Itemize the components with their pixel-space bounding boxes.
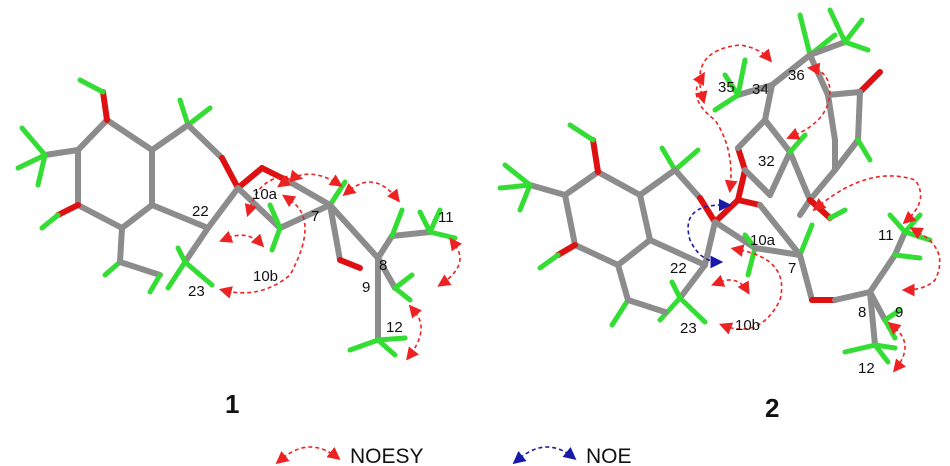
atom-label: 34 (752, 81, 769, 98)
atom-label: 9 (895, 304, 903, 321)
atom-label: 10b (253, 268, 278, 285)
atom-label: 36 (788, 67, 805, 84)
molecule-2-structure (497, 7, 933, 365)
atom-label: 35 (718, 79, 735, 96)
atom-label: 23 (188, 283, 205, 300)
atom-label: 12 (858, 360, 875, 377)
legend-noe-arrow (512, 446, 577, 465)
legend-noesy-label: NOESY (350, 445, 424, 466)
legend-noesy-arrow (275, 446, 341, 465)
atom-label: 7 (788, 260, 796, 277)
legend: NOESY NOE (275, 445, 632, 466)
atom-label: 7 (311, 208, 319, 225)
atom-label: 23 (680, 320, 697, 337)
compound-number-2: 2 (765, 393, 779, 423)
atom-label: 8 (379, 257, 387, 274)
atom-label: 22 (192, 203, 209, 220)
atom-label: 9 (362, 279, 370, 296)
atom-label: 10a (252, 186, 278, 203)
molecule-1-atom-labels: 10a 22 7 11 10b 8 9 23 12 (188, 186, 454, 336)
atom-label: 8 (858, 304, 866, 321)
atom-label: 10b (735, 317, 760, 334)
atom-label: 11 (438, 209, 454, 226)
atom-label: 32 (758, 153, 775, 170)
molecule-1-noesy-arrows (218, 169, 463, 361)
molecule-2-noesy-arrows (687, 44, 941, 373)
atom-label: 22 (670, 260, 687, 277)
atom-label: 10a (750, 232, 776, 249)
molecule-1-structure (15, 77, 458, 358)
molecule-2-atom-labels: 36 35 34 32 10a 11 22 7 10b 8 9 23 12 (670, 67, 903, 377)
atom-label: 12 (386, 319, 403, 336)
compound-number-1: 1 (225, 389, 239, 419)
atom-label: 11 (878, 227, 894, 244)
legend-noe-label: NOE (586, 445, 632, 466)
